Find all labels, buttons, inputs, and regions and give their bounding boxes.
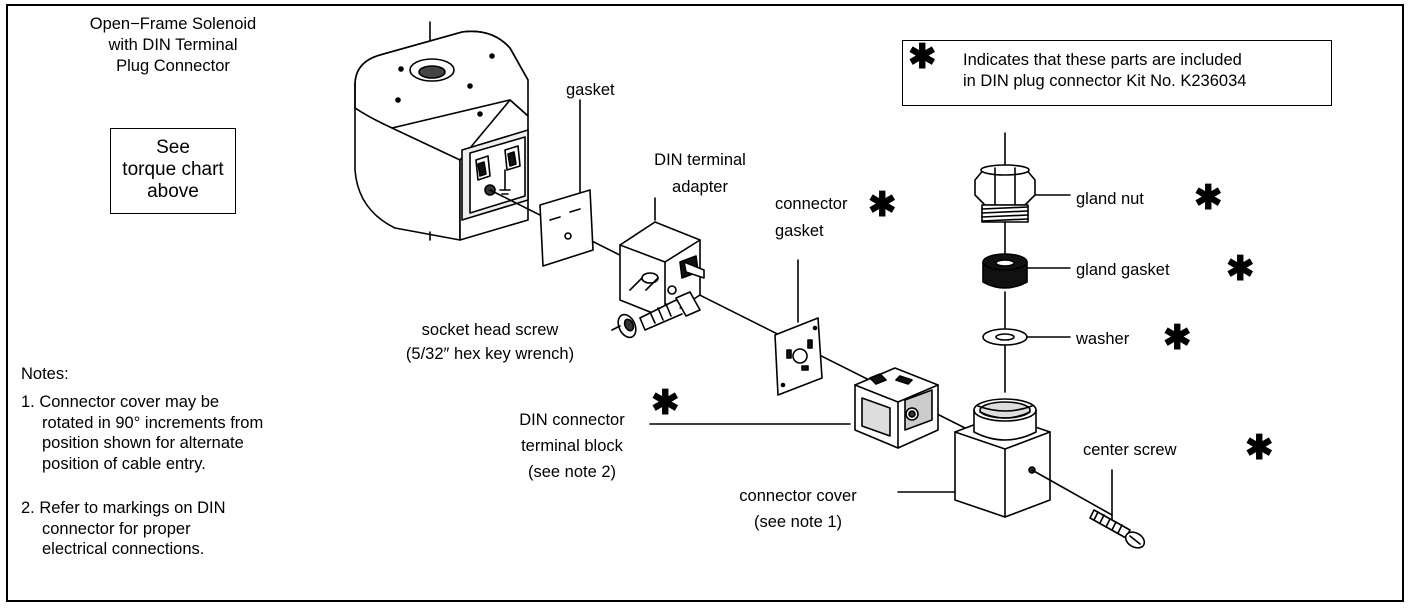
washer-part <box>982 291 1071 393</box>
note-2: 2. Refer to markings on DIN connector fo… <box>21 499 226 558</box>
socket-head-screw-label: socket head screw (5/32″ hex key wrench) <box>405 321 575 363</box>
washer-label: washer <box>1076 330 1130 348</box>
terminal-block-kit-asterisk-icon: ✱ <box>651 384 680 422</box>
solenoid-coil <box>354 21 529 241</box>
gland-nut-part <box>974 132 1071 223</box>
notes-heading: Notes: <box>21 365 69 383</box>
gasket-part <box>539 99 594 267</box>
center-screw-label: center screw <box>1083 441 1177 459</box>
connector-cover-label: connector cover (see note 1) <box>739 487 857 531</box>
gland-nut-label: gland nut <box>1076 190 1144 208</box>
connector-cover-part <box>897 398 1051 518</box>
torque-note-box <box>110 128 236 214</box>
gland-gasket-kit-asterisk-icon: ✱ <box>1226 250 1255 288</box>
connector-gasket-label: connector gasket <box>775 195 848 240</box>
diagram-frame <box>6 4 1404 602</box>
din-terminal-adapter-label: DIN terminal adapter <box>654 151 746 196</box>
socket-head-screw-part <box>611 291 701 339</box>
center-screw-kit-asterisk-icon: ✱ <box>1245 429 1274 467</box>
din-connector-terminal-block-label: DIN connector terminal block (see note 2… <box>519 411 625 481</box>
din-terminal-adapter-part <box>619 197 705 319</box>
note-1: 1. Connector cover may be rotated in 90°… <box>21 393 264 473</box>
solenoid-title: Open−Frame Solenoid with DIN Terminal Pl… <box>89 15 257 75</box>
gland-gasket-label: gland gasket <box>1076 261 1170 279</box>
connector-gasket-part <box>774 259 823 396</box>
kit-legend-box <box>902 40 1332 106</box>
kit-legend-text: Indicates that these parts are included … <box>963 51 1247 90</box>
gland-gasket-part <box>982 221 1071 289</box>
gasket-label: gasket <box>566 81 615 99</box>
gland-nut-kit-asterisk-icon: ✱ <box>1194 179 1223 217</box>
din-terminal-block-part <box>649 367 939 449</box>
center-screw-part <box>1031 469 1146 549</box>
connector-gasket-kit-asterisk-icon: ✱ <box>868 186 897 224</box>
kit-legend-asterisk-icon: ✱ <box>908 38 937 76</box>
washer-kit-asterisk-icon: ✱ <box>1163 319 1192 357</box>
torque-note: See torque chart above <box>122 137 224 202</box>
